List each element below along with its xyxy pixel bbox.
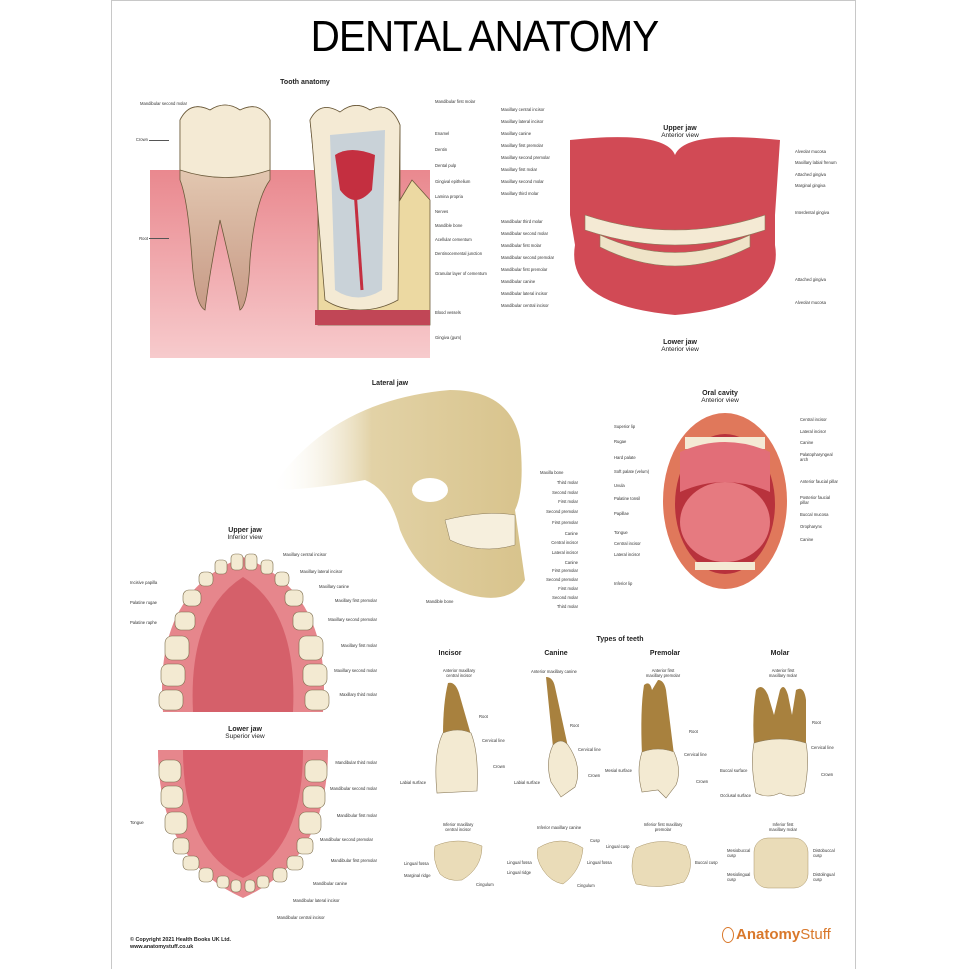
tooth-anatomy-title: Tooth anatomy: [280, 79, 330, 86]
lateral-jaw-title: Lateral jaw: [371, 380, 409, 387]
lower-jaw-superior-illustration: [158, 750, 328, 898]
poster-title: DENTAL ANATOMY: [310, 12, 660, 61]
logo-mark-icon: [722, 927, 734, 944]
tooth-anatomy-illustration: [150, 104, 431, 358]
upper-jaw-inferior-illustration: [158, 553, 330, 712]
types-of-teeth-title: Types of teeth: [596, 636, 644, 643]
label-mandible-bone: Mandible bone: [426, 599, 454, 604]
molar-occlusal-illustration: [753, 837, 809, 889]
premolar-occlusal-illustration: [631, 841, 691, 887]
canine-title: Canine: [544, 650, 568, 657]
incisor-title: Incisor: [438, 650, 462, 657]
label-crown: Crown: [135, 137, 148, 142]
copyright-notice: © Copyright 2021 Health Books UK Ltd. ww…: [130, 937, 232, 950]
canine-illustration: [546, 677, 579, 798]
molar-illustration: [752, 686, 808, 797]
lateral-jaw-skull-illustration: [270, 390, 525, 598]
molar-title: Molar: [770, 650, 790, 657]
anatomystuff-logo: AnatomyStuff: [722, 926, 831, 944]
label-root: Root: [139, 236, 148, 241]
premolar-illustration: [638, 680, 679, 799]
oral-cavity-illustration: [663, 413, 787, 589]
website-link[interactable]: www.anatomystuff.co.uk: [130, 944, 194, 950]
incisor-occlusal-illustration: [433, 840, 483, 881]
jaw-anterior-illustration: [570, 137, 780, 315]
label-tongue: Tongue: [130, 820, 144, 825]
premolar-title: Premolar: [649, 650, 681, 657]
label-mandibular-second-molar: Mandibular second molar: [140, 101, 188, 106]
canine-occlusal-illustration: [536, 840, 584, 885]
poster-frame: [111, 0, 856, 969]
incisor-illustration: [435, 682, 478, 794]
